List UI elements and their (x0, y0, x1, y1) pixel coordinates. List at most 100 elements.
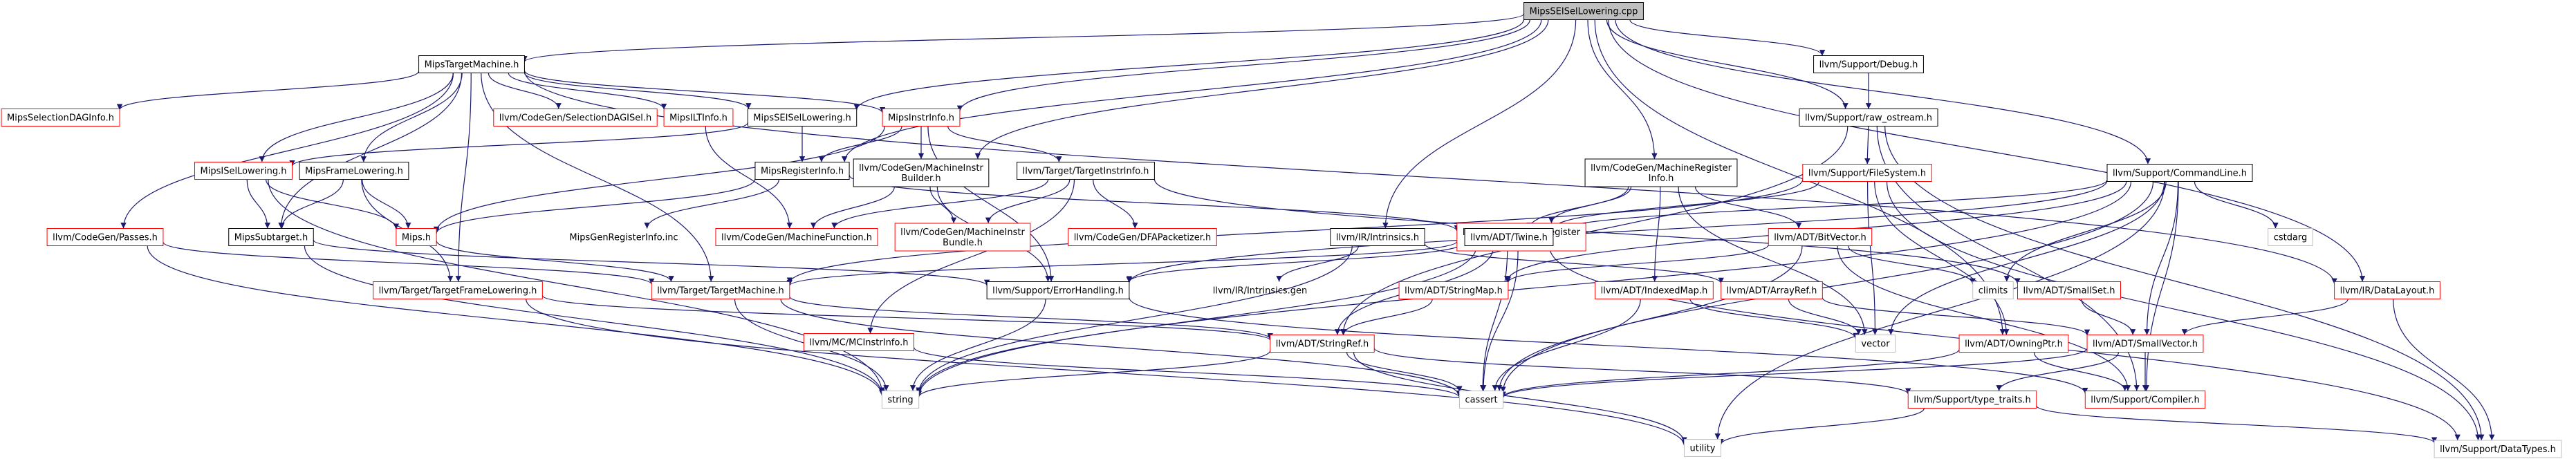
node-idxmap[interactable]: llvm/ADT/IndexedMap.h (1595, 281, 1714, 299)
edge-cmdline-to-string (916, 181, 2132, 397)
edge-mipsITI-to-mf (705, 126, 793, 229)
edge-mipsTM-to-mipsISL (259, 73, 454, 162)
node-string: string (881, 391, 920, 409)
node-box (194, 162, 293, 180)
node-mipsTM[interactable]: MipsTargetMachine.h (418, 55, 525, 73)
node-label: utility (1690, 444, 1716, 454)
node-label: llvm/Support/Debug.h (1819, 60, 1918, 71)
edge-arrayref-to-vector (1788, 299, 1862, 335)
node-mcinst[interactable]: llvm/MC/MCInstrInfo.h (804, 333, 914, 351)
node-intrinsics[interactable]: llvm/IR/Intrinsics.h (1330, 228, 1425, 246)
node-mipsFL[interactable]: MipsFrameLowering.h (299, 162, 409, 180)
edge-mipsST-to-errh (313, 239, 990, 286)
node-cmdline[interactable]: llvm/Support/CommandLine.h (2106, 164, 2253, 182)
node-box (418, 55, 525, 73)
edge-cgpasses-to-string (147, 245, 885, 396)
node-box (1458, 391, 1504, 409)
edge-mib-to-mibundle (929, 186, 957, 224)
edge-root-to-mib (974, 19, 1549, 160)
edge-cmdline-to-cstdarg (2194, 181, 2279, 229)
node-bitvec[interactable]: llvm/ADT/BitVector.h (1768, 228, 1873, 246)
node-root[interactable]: MipsSEISelLowering.cpp (1523, 2, 1644, 20)
node-mipsST[interactable]: MipsSubtarget.h (228, 228, 314, 246)
node-mf[interactable]: llvm/CodeGen/MachineFunction.h (715, 228, 878, 246)
edge-root-to-rawos (1606, 19, 1848, 109)
node-datalayout[interactable]: llvm/IR/DataLayout.h (2334, 281, 2440, 299)
node-mipsH[interactable]: Mips.h (396, 228, 437, 246)
node-twine[interactable]: llvm/ADT/Twine.h (1464, 228, 1554, 246)
edge-mipsII-to-errh (927, 126, 1055, 282)
node-typetraits[interactable]: llvm/Support/type_traits.h (1907, 391, 2037, 409)
node-box (2268, 228, 2313, 246)
node-compiler[interactable]: llvm/Support/Compiler.h (2084, 391, 2206, 409)
node-mipsITI[interactable]: MipsILTInfo.h (663, 109, 734, 127)
node-datatypes: llvm/Support/DataTypes.h (2434, 440, 2562, 458)
edge-root-to-mri (1587, 19, 1658, 160)
node-box (299, 162, 409, 180)
node-cassert: cassert (1458, 391, 1504, 409)
node-debug[interactable]: llvm/Support/Debug.h (1813, 55, 1924, 73)
node-label: string (887, 395, 913, 406)
node-label: llvm/CodeGen/Passes.h (53, 233, 158, 243)
edges-layer (116, 13, 2495, 446)
node-ttfl[interactable]: llvm/Target/TargetFrameLowering.h (373, 281, 543, 299)
node-dfa[interactable]: llvm/CodeGen/DFAPacketizer.h (1068, 228, 1217, 246)
node-label: llvm/ADT/SmallSet.h (2023, 286, 2115, 297)
node-fs[interactable]: llvm/Support/FileSystem.h (1802, 164, 1932, 182)
node-errh[interactable]: llvm/Support/ErrorHandling.h (986, 281, 1130, 299)
edge-root-to-cmdline (1615, 19, 2151, 165)
node-cgSDAG[interactable]: llvm/CodeGen/SelectionDAGISel.h (493, 109, 658, 127)
node-arrayref[interactable]: llvm/ADT/ArrayRef.h (1721, 281, 1823, 299)
edge-cgpasses-to-ttm (163, 241, 655, 285)
edge-root-to-intrinsics (1382, 19, 1577, 229)
edge-fs-to-ttm (786, 179, 1804, 283)
node-box (1768, 228, 1873, 246)
node-mgri: MipsGenRegisterInfo.inc (569, 233, 678, 243)
edge-strref-to-typetraits (1373, 347, 1911, 395)
node-box (894, 223, 1031, 252)
node-box (1270, 335, 1375, 353)
edge-bitvec-to-strmap (1505, 244, 1769, 283)
node-smallvec[interactable]: llvm/ADT/SmallVector.h (2086, 335, 2204, 353)
node-cgpasses[interactable]: llvm/CodeGen/Passes.h (46, 228, 164, 246)
edge-mipsTM-to-cgSDAG (488, 73, 562, 109)
edge-cmdline-to-vector (1888, 181, 2165, 335)
edge-mri-to-idxmap (1651, 186, 1661, 282)
node-box (2434, 440, 2562, 458)
edge-smallvec-to-cassert (1500, 348, 2088, 398)
node-label: cassert (1465, 395, 1497, 406)
node-label: llvm/IR/DataLayout.h (2340, 286, 2435, 297)
edge-mipsRI-to-mgri (644, 179, 780, 229)
node-smallset[interactable]: llvm/ADT/SmallSet.h (2017, 281, 2122, 299)
edge-mipsTM-to-mipsII (523, 70, 886, 113)
node-strmap[interactable]: llvm/ADT/StringMap.h (1398, 281, 1509, 299)
node-rawos[interactable]: llvm/Support/raw_ostream.h (1799, 109, 1938, 127)
edge-tri-to-cassert (1480, 250, 1519, 391)
node-label: MipsSEISelLowering.h (753, 113, 851, 124)
edge-fs-to-ownptr (1874, 181, 2010, 335)
node-mipsRI[interactable]: MipsRegisterInfo.h (754, 162, 850, 180)
edge-mipsH-to-ttm (436, 240, 674, 282)
node-label: Mips.h (402, 233, 431, 243)
node-box (1813, 55, 1924, 73)
node-ttm[interactable]: llvm/Target/TargetMachine.h (651, 281, 790, 299)
node-label: MipsFrameLowering.h (305, 167, 403, 177)
node-label: llvm/Target/TargetFrameLowering.h (379, 286, 537, 297)
node-label: llvm/CodeGen/MachineRegister (1591, 163, 1732, 174)
node-strref[interactable]: llvm/ADT/StringRef.h (1270, 335, 1375, 353)
node-tii[interactable]: llvm/Target/TargetInstrInfo.h (1017, 162, 1155, 180)
node-mipsII[interactable]: MipsInstrInfo.h (882, 109, 961, 127)
node-mipsISL[interactable]: MipsISelLowering.h (194, 162, 293, 180)
node-mipsSEISL[interactable]: MipsSEISelLowering.h (747, 109, 858, 127)
node-mipsSDAG[interactable]: MipsSelectionDAGInfo.h (1, 109, 120, 127)
node-label: vector (1861, 339, 1890, 350)
node-label: llvm/Support/FileSystem.h (1808, 169, 1926, 179)
node-ownptr[interactable]: llvm/ADT/OwningPtr.h (1958, 335, 2069, 353)
edge-rawos-to-datatypes (1884, 126, 2485, 441)
edge-typetraits-to-datatypes (2036, 405, 2438, 444)
edge-twine-to-cassert (1479, 245, 1508, 391)
node-label: MipsRegisterInfo.h (761, 167, 844, 177)
